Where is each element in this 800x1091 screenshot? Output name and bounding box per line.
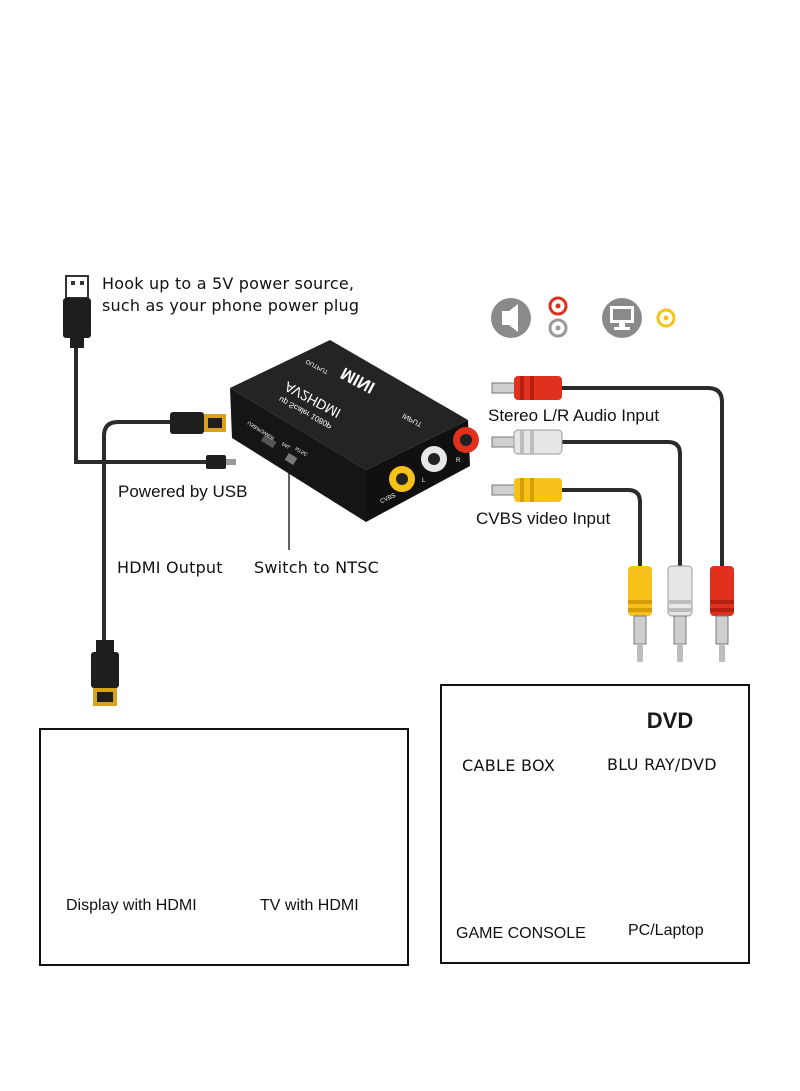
micro-usb-plug xyxy=(206,455,236,469)
device-r-label: R xyxy=(456,458,461,464)
sources-box xyxy=(440,684,750,964)
red-cable xyxy=(554,386,724,572)
rca-plug-red-v xyxy=(710,566,734,662)
displays-box xyxy=(39,728,409,966)
rca-plug-white-v xyxy=(667,565,693,662)
hdmi-plug-bottom xyxy=(91,640,119,706)
pc-laptop-label: PC/Laptop xyxy=(628,922,704,939)
usb-cable xyxy=(74,343,212,464)
usb-port xyxy=(260,434,277,449)
rca-plug-yellow-v xyxy=(628,566,652,662)
converter-device xyxy=(230,340,479,522)
ntsc-switch xyxy=(284,452,298,466)
device-right xyxy=(366,420,470,522)
yellow-cable xyxy=(554,488,642,572)
hdmi-cable xyxy=(102,420,174,642)
hdmi-output-label: HDMI Output xyxy=(117,558,223,577)
display-hdmi-label: Display with HDMI xyxy=(66,897,197,914)
cvbs-input-label: CVBS video Input xyxy=(476,509,611,528)
hdmi-plug-top xyxy=(170,412,226,434)
power-note-line2: such as your phone power plug xyxy=(102,296,360,315)
tv-hdmi-label: TV with HDMI xyxy=(260,897,359,914)
cable-box-label: CABLE BOX xyxy=(462,756,556,775)
video-connection-icons xyxy=(602,298,676,338)
powered-by-usb-label: Powered by USB xyxy=(118,482,248,501)
stereo-input-label: Stereo L/R Audio Input xyxy=(488,406,660,425)
game-console-label: GAME CONSOLE xyxy=(456,925,586,942)
rca-plug-white-h xyxy=(491,429,563,455)
device-top xyxy=(230,340,468,470)
rca-plug-red-h xyxy=(491,376,562,400)
power-note-line1: Hook up to a 5V power source, xyxy=(102,274,355,293)
device-l-label: L xyxy=(422,478,426,484)
dvd-logo-text: DVD xyxy=(646,708,694,733)
device-left xyxy=(230,388,366,522)
audio-connection-icons xyxy=(491,296,568,338)
cable-group xyxy=(74,343,724,642)
rca-plug-yellow-h xyxy=(491,478,562,502)
switch-ntsc-label: Switch to NTSC xyxy=(254,558,380,577)
usb-plug xyxy=(63,275,91,348)
blu-ray-label: BLU RAY/DVD xyxy=(607,755,717,774)
white-cable xyxy=(554,440,682,572)
